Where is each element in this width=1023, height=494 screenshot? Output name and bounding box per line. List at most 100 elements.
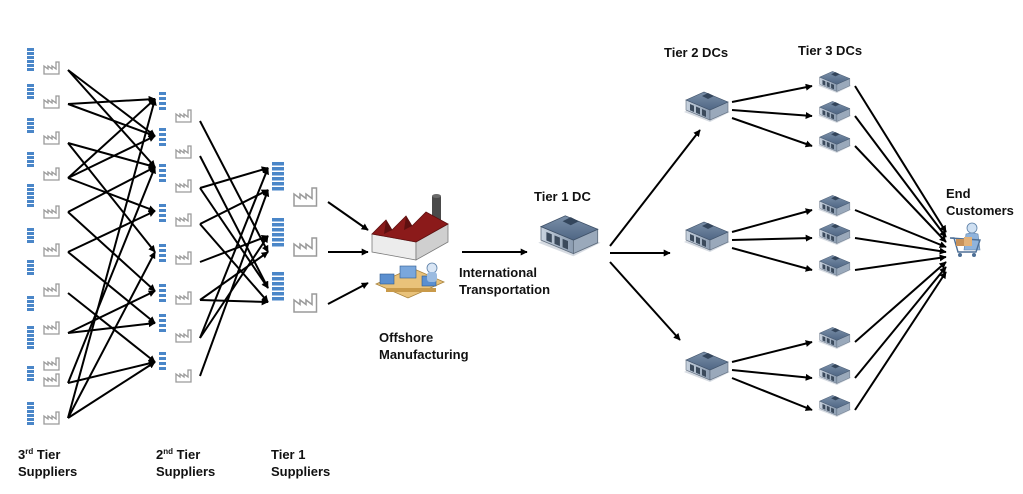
supplier-shelf [27,118,34,121]
flow-arrow [199,235,269,339]
supplier-shelf [27,228,34,231]
supplier-shelf [159,219,166,222]
flow-arrow [67,69,156,137]
supplier-shelf [27,156,34,159]
tier2-dcs-label: Tier 2 DCs [664,45,729,60]
supplier-shelf [159,128,166,131]
supplier-shelf [272,187,284,191]
supplier-shelf [272,172,284,176]
supplier-shelf [27,122,34,125]
tier3-supplier-factory-icon [43,167,60,181]
supplier-shelf [27,184,34,187]
tier3-supplier-factory-icon [43,243,60,257]
tier2-supplier-factory-icon [175,329,192,343]
supplier-shelf [272,182,284,186]
flow-arrow [67,142,156,169]
tier3-supplier-factory-icon [43,321,60,335]
flow-arrow [67,290,156,334]
supplier-shelf [27,410,34,413]
supplier-shelf [272,243,284,247]
tier2-supplier-factory-icon [175,145,192,159]
flow-arrow [854,271,947,411]
tier3-dc-warehouse-icon [818,101,852,123]
supplier-shelf [27,130,34,133]
flow-arrow [199,167,269,339]
flow-arrow [327,201,369,231]
supplier-shelf [27,304,34,307]
supplier-shelf [272,277,284,281]
supplier-shelf [159,294,166,297]
flow-arrow [67,166,156,213]
customer-shopping-cart-icon [949,222,981,257]
supplier-shelf [159,169,166,172]
tier1-suppliers-label: Tier 1 Suppliers [271,447,331,479]
tier2-dc-warehouse-icon [684,221,730,252]
flow-arrow [67,135,156,179]
supplier-shelf [27,268,34,271]
tier3-dc-warehouse-icon [818,255,852,277]
supplier-shelf [27,338,34,341]
supplier-shelf [27,346,34,349]
flow-arrow [854,115,947,238]
supplier-shelf [27,164,34,167]
manufacturing-factory-icon [371,194,449,261]
supplier-shelf [27,60,34,63]
flow-arrow [731,234,813,242]
supplier-shelf [159,164,166,167]
supplier-shelf [27,48,34,51]
tier2-dc-warehouse-icon [684,91,730,122]
flow-arrow [199,166,269,189]
tier1-supplier-factory-icon [293,187,318,207]
tier3-supplier-factory-icon [43,61,60,75]
supplier-shelf [272,292,284,296]
supplier-shelf [272,228,284,232]
flow-arrow [67,142,156,253]
tier2-supplier-factory-icon [175,251,192,265]
tier1-dc-warehouse-icon [538,215,601,257]
supplier-shelf [159,209,166,212]
supplier-shelf [27,68,34,71]
supplier-shelf [159,138,166,141]
flow-arrow [854,254,947,271]
flow-arrow [67,320,156,334]
supplier-shelf [272,287,284,291]
flow-arrow [199,187,269,289]
supplier-shelf [159,107,166,110]
supplier-shelf [159,204,166,207]
supplier-shelf [272,272,284,276]
supplier-shelf [27,296,34,299]
flow-arrow [731,369,813,381]
flow-arrow [199,189,270,377]
supplier-shelf [27,406,34,409]
supplier-shelf [27,330,34,333]
international-transportation-label: International Transportation [459,265,551,297]
flow-arrow [854,209,947,248]
supplier-shelf [27,92,34,95]
supplier-shelf [27,192,34,195]
tier3-supplier-factory-icon [43,283,60,297]
supplier-shelf [27,374,34,377]
flow-arrow [854,237,947,255]
supplier-shelf [159,244,166,247]
flow-arrow [731,208,813,233]
network-nodes [27,48,981,425]
supplier-shelf [27,84,34,87]
supplier-shelf [272,223,284,227]
flow-arrow [854,261,947,343]
supplier-shelf [159,143,166,146]
tier1-supplier-factory-icon [293,293,318,313]
supplier-shelf [159,214,166,217]
supplier-shelf [27,422,34,425]
tier2-supplier-factory-icon [175,291,192,305]
supplier-shelf [27,56,34,59]
tier3-supplier-factory-icon [43,205,60,219]
flow-arrow [67,361,156,419]
supplier-shelf [159,352,166,355]
tier2-supplier-factory-icon [175,369,192,383]
supplier-shelf [159,319,166,322]
supplier-shelf [159,97,166,100]
flow-arrow [67,166,156,384]
flow-arrow [327,282,369,305]
supplier-shelf [159,362,166,365]
